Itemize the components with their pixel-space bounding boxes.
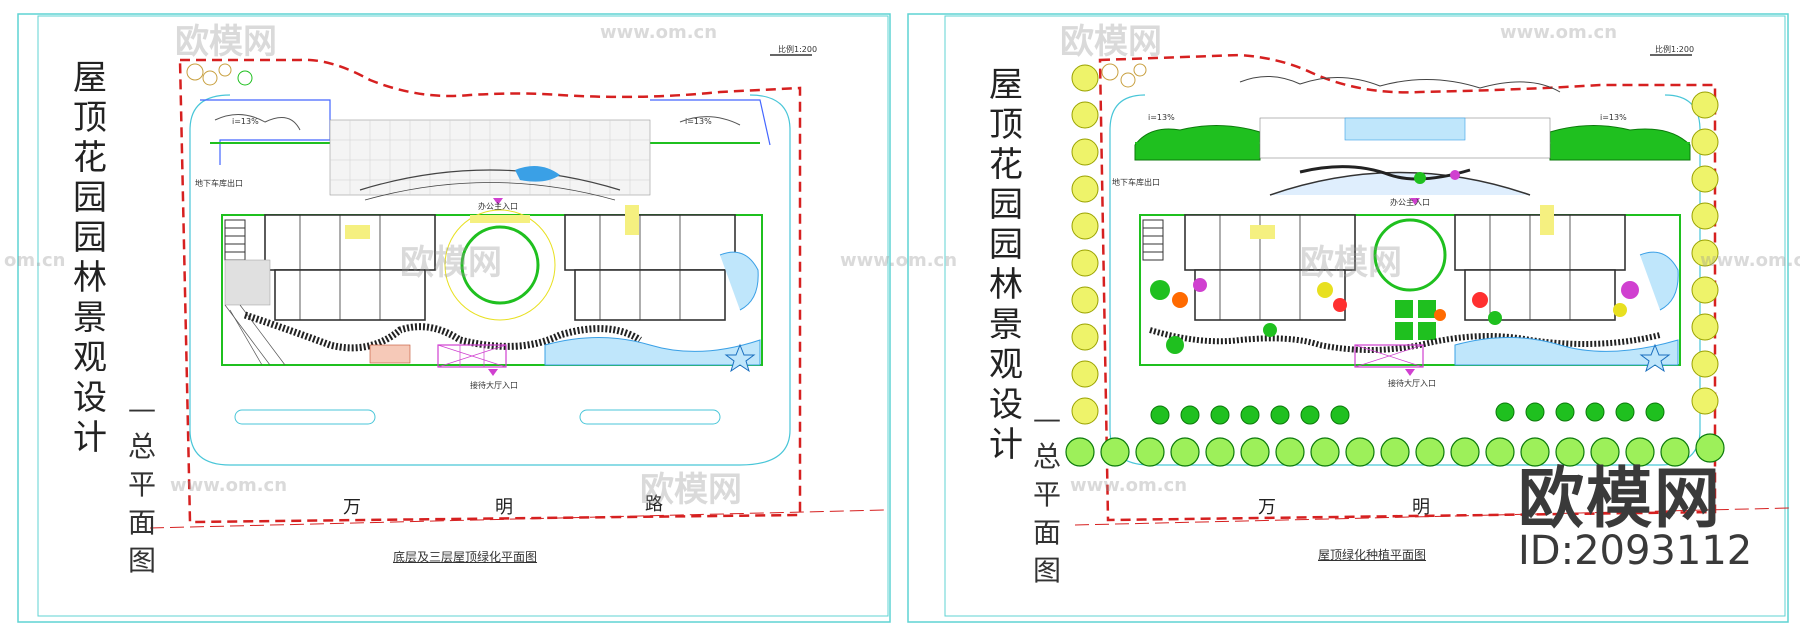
right-scale: 比例1:200 (1655, 45, 1695, 54)
left-caption: 底层及三层屋顶绿化平面图 (393, 550, 538, 564)
left-central-lawn (460, 225, 540, 305)
watermark-brand-4: 欧模网 (1300, 243, 1402, 283)
left-ramp-right (650, 99, 771, 146)
watermark-url-2: www.om.cn (1500, 22, 1618, 43)
left-driveway (189, 94, 791, 466)
right-garden-path (1149, 327, 1661, 353)
right-road-char-2: 明 (1412, 497, 1430, 518)
right-site-boundary (1098, 53, 1717, 522)
right-central-lawn (1373, 218, 1447, 292)
left-reception-entry: 接待大厅入口 (470, 381, 518, 390)
watermark-brand-5: 欧模网 (640, 470, 742, 510)
right-entry-plaza (1354, 344, 1424, 368)
brand-stamp-id: ID:2093112 (1518, 528, 1753, 574)
watermark-brand-1: 欧模网 (175, 22, 277, 62)
right-driveway (1109, 94, 1701, 466)
right-inner-frame (944, 15, 1786, 617)
left-slope-left: i=13% (232, 117, 259, 126)
left-garden-path (243, 311, 642, 352)
left-outer-frame (17, 13, 891, 623)
right-pond (1454, 337, 1679, 366)
left-stair (224, 219, 246, 261)
right-stair (1142, 219, 1164, 261)
left-slope-right: i=13% (685, 117, 712, 126)
left-road-char-1: 万 (343, 497, 361, 518)
right-caption: 屋顶绿化种植平面图 (1318, 548, 1427, 562)
right-shrubs-corner (1101, 63, 1147, 88)
right-outer-frame (907, 13, 1789, 623)
left-subtitle: —总平面图 (127, 392, 156, 577)
watermark-url-4: www.om.cn (1700, 250, 1800, 271)
right-road-char-1: 万 (1258, 497, 1276, 518)
right-title: 屋顶花园园林景观设计 (989, 65, 1023, 465)
right-tree-column-right (1691, 91, 1719, 415)
right-palm-row (1150, 402, 1665, 425)
watermark-url-5: www.om.cn (170, 475, 288, 496)
watermark-url-short-1: om.cn (4, 250, 66, 271)
left-road-line (149, 509, 886, 529)
left-building-west (264, 214, 436, 321)
right-panel-plan (907, 13, 1791, 623)
left-parking-strip-1 (234, 409, 376, 425)
right-subtitle: —总平面图 (1032, 402, 1061, 587)
brand-stamp-name: 欧模网 (1518, 460, 1722, 537)
watermark-brand-2: 欧模网 (1060, 22, 1162, 62)
watermark-url-1: www.om.cn (600, 22, 718, 43)
right-flower-beds (1150, 278, 1639, 354)
left-parking-exit: 地下车库出口 (195, 179, 243, 188)
watermark-brand-3: 欧模网 (400, 243, 502, 283)
right-slope-right: i=13% (1600, 113, 1627, 122)
left-entry-plaza (437, 344, 507, 368)
right-tree-row (1065, 433, 1725, 467)
watermark-url-6: www.om.cn (1070, 475, 1188, 496)
right-garden-frame (1139, 214, 1681, 366)
left-ramp-left (200, 99, 331, 165)
right-reception-entry: 接待大厅入口 (1388, 379, 1436, 388)
left-office-entry: 办公主入口 (478, 202, 518, 211)
left-road-char-2: 明 (495, 497, 513, 518)
left-road-char-3: 路 (645, 494, 663, 515)
right-slope-left: i=13% (1148, 113, 1175, 122)
right-office-entry: 办公主入口 (1390, 198, 1430, 207)
left-shrubs (186, 63, 232, 86)
left-title: 屋顶花园园林景观设计 (73, 58, 107, 458)
left-inner-frame (37, 15, 889, 617)
left-scale: 比例1:200 (778, 45, 818, 54)
left-parking-strip-2 (579, 409, 721, 425)
left-building-east (564, 214, 736, 321)
left-site-boundary (178, 58, 802, 524)
right-parking-exit: 地下车库出口 (1112, 178, 1160, 187)
left-pond (544, 337, 761, 366)
left-panel-plan (17, 13, 891, 623)
watermark-url-3: www.om.cn (840, 250, 958, 271)
right-tree-column-left (1071, 64, 1099, 425)
